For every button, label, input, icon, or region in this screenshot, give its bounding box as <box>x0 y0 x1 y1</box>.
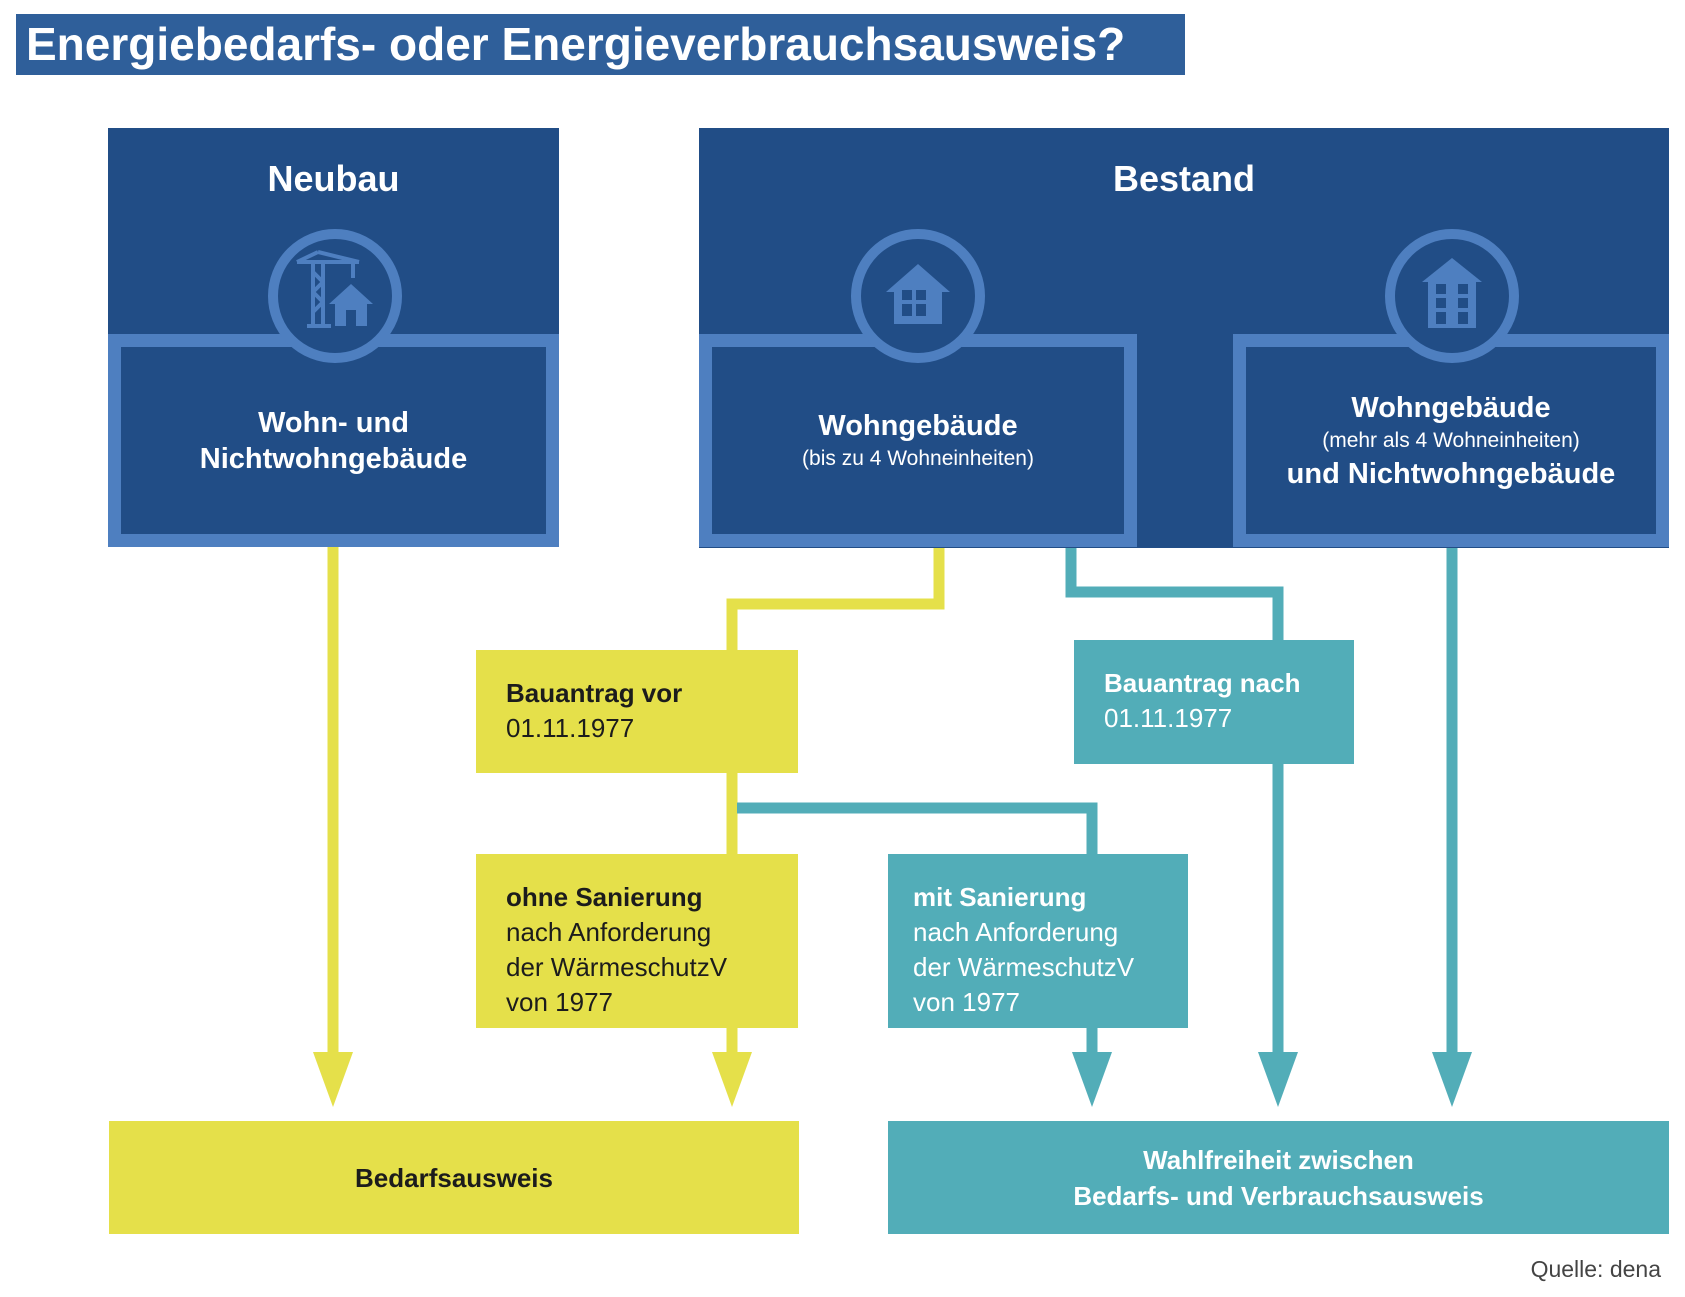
bestand-heading: Bestand <box>1112 158 1256 199</box>
arrowhead <box>1432 1052 1472 1107</box>
card-ohne-sanierung: ohne Sanierung nach Anforderung der Wärm… <box>476 854 798 1028</box>
bestand-large-residential-box: Wohngebäude (mehr als 4 Wohneinheiten) u… <box>1233 334 1669 547</box>
crane-house-icon <box>268 229 402 363</box>
page-title: Energiebedarfs- oder Energieverbrauchsau… <box>16 14 1185 75</box>
small-residential-subtitle: (bis zu 4 Wohneinheiten) <box>802 446 1034 470</box>
card-mit-line4: von 1977 <box>913 987 1020 1017</box>
bestand-small-residential-box: Wohngebäude (bis zu 4 Wohneinheiten) <box>699 334 1137 547</box>
arrowhead <box>712 1052 752 1107</box>
card-ohne-line3: der WärmeschutzV <box>506 952 728 982</box>
neubau-heading: Neubau <box>267 158 400 199</box>
result-wahlfreiheit: Wahlfreiheit zwischen Bedarfs- und Verbr… <box>888 1121 1669 1234</box>
card-bauantrag-nach: Bauantrag nach 01.11.1977 <box>1074 640 1354 764</box>
source-credit: Quelle: dena <box>1530 1256 1661 1282</box>
neubau-box: Wohn- und Nichtwohngebäude <box>108 334 559 547</box>
house-icon <box>851 229 985 363</box>
connector-bestand-nach <box>1065 540 1284 640</box>
result-wahl-line1: Wahlfreiheit zwischen <box>1143 1144 1414 1175</box>
connector-vor-mit <box>737 802 1098 854</box>
connector-bestand-vor <box>726 540 945 650</box>
small-residential-title: Wohngebäude <box>818 409 1018 442</box>
card-nach-title: Bauantrag nach <box>1104 668 1301 698</box>
card-bauantrag-vor: Bauantrag vor 01.11.1977 <box>476 650 798 773</box>
result-bedarfsausweis: Bedarfsausweis <box>109 1121 799 1234</box>
apartment-building-icon <box>1385 229 1519 363</box>
neubau-box-line2: Nichtwohngebäude <box>199 442 468 475</box>
arrowhead <box>1072 1052 1112 1107</box>
card-vor-title: Bauantrag vor <box>506 678 683 708</box>
large-residential-title: Wohngebäude <box>1351 391 1551 424</box>
card-mit-sanierung: mit Sanierung nach Anforderung der Wärme… <box>888 854 1188 1028</box>
result-wahl-line2: Bedarfs- und Verbrauchsausweis <box>1073 1180 1484 1211</box>
card-nach-date: 01.11.1977 <box>1104 703 1233 733</box>
card-ohne-line2: nach Anforderung <box>506 917 712 947</box>
card-mit-title: mit Sanierung <box>913 882 1087 912</box>
large-residential-title2: und Nichtwohngebäude <box>1286 457 1616 490</box>
large-residential-subtitle: (mehr als 4 Wohneinheiten) <box>1322 428 1580 452</box>
arrowhead <box>1258 1052 1298 1107</box>
card-ohne-title: ohne Sanierung <box>506 882 703 912</box>
arrowhead <box>313 1052 353 1107</box>
card-mit-line3: der WärmeschutzV <box>913 952 1135 982</box>
card-ohne-line4: von 1977 <box>506 987 613 1017</box>
card-mit-line2: nach Anforderung <box>913 917 1119 947</box>
neubau-box-line1: Wohn- und <box>258 406 409 439</box>
card-vor-date: 01.11.1977 <box>506 713 635 743</box>
result-bedarf-label: Bedarfsausweis <box>355 1162 553 1193</box>
